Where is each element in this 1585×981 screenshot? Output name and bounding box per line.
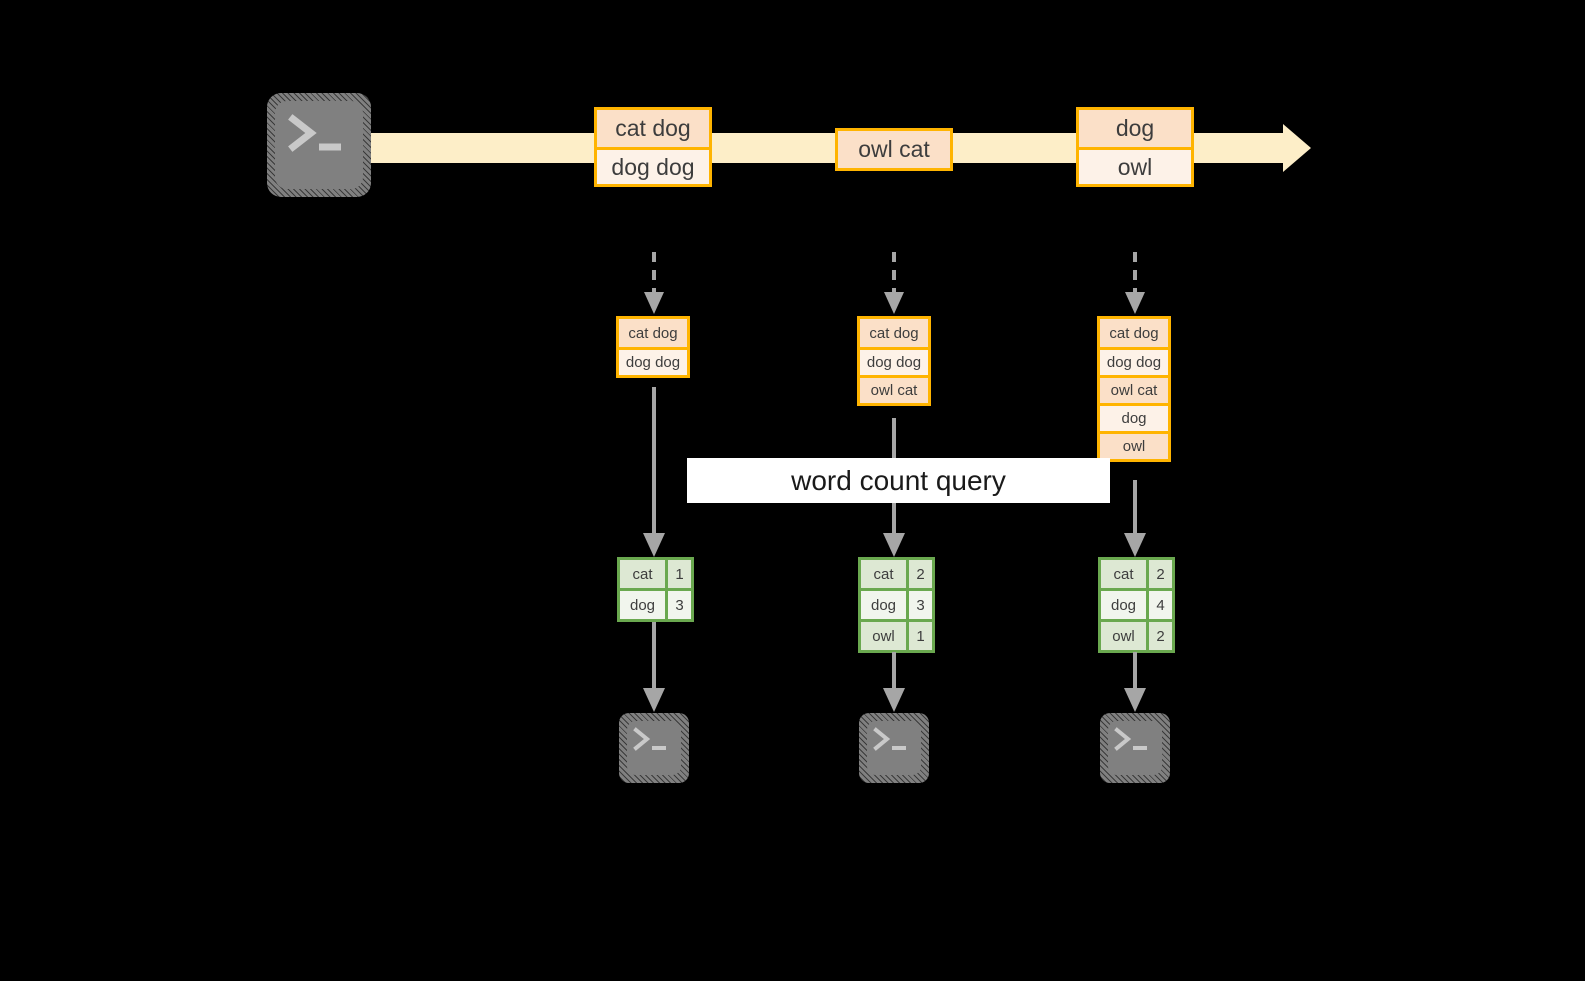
stream-record-line: cat dog xyxy=(597,110,709,147)
query-connector xyxy=(643,387,665,559)
stream-record-line: dog xyxy=(1079,110,1191,147)
snapshot-input-box: cat dog dog dog xyxy=(616,316,690,378)
result-word: dog xyxy=(861,591,906,619)
result-count: 1 xyxy=(906,622,932,650)
result-word: dog xyxy=(1101,591,1146,619)
snapshot-input-row: cat dog xyxy=(1100,319,1168,347)
result-word: owl xyxy=(861,622,906,650)
snapshot-input-box: cat dog dog dog owl cat xyxy=(857,316,931,406)
snapshot-input-row: owl xyxy=(1100,431,1168,459)
snapshot-input-row: cat dog xyxy=(860,319,928,347)
result-to-sink-connector xyxy=(643,622,665,714)
result-count: 4 xyxy=(1146,591,1172,619)
snapshot-input-row: dog dog xyxy=(860,347,928,375)
query-label: word count query xyxy=(687,458,1110,503)
result-word: owl xyxy=(1101,622,1146,650)
sink-terminal-icon xyxy=(859,713,929,783)
stream-record: owl cat xyxy=(835,128,953,171)
stream-to-snapshot-connector xyxy=(1124,252,1146,316)
result-row: cat 2 xyxy=(1101,560,1172,588)
result-word: cat xyxy=(620,560,665,588)
result-row: dog 4 xyxy=(1101,588,1172,619)
result-table: cat 2 dog 4 owl 2 xyxy=(1098,557,1175,653)
snapshot-input-box: cat dog dog dog owl cat dog owl xyxy=(1097,316,1171,462)
result-row: owl 1 xyxy=(861,619,932,650)
query-connector xyxy=(1124,480,1146,559)
sink-terminal-icon xyxy=(1100,713,1170,783)
source-terminal-icon xyxy=(267,93,371,197)
snapshot-input-row: owl cat xyxy=(1100,375,1168,403)
result-row: dog 3 xyxy=(861,588,932,619)
result-table: cat 1 dog 3 xyxy=(617,557,694,622)
terminal-prompt-glyph xyxy=(1100,713,1170,783)
result-count: 1 xyxy=(665,560,691,588)
result-row: owl 2 xyxy=(1101,619,1172,650)
result-count: 2 xyxy=(1146,622,1172,650)
stream-record-line: owl cat xyxy=(838,131,950,168)
stream-to-snapshot-connector xyxy=(643,252,665,316)
stream-record: cat dog dog dog xyxy=(594,107,712,187)
result-word: cat xyxy=(861,560,906,588)
snapshot-input-row: owl cat xyxy=(860,375,928,403)
result-count: 3 xyxy=(906,591,932,619)
result-count: 2 xyxy=(906,560,932,588)
result-to-sink-connector xyxy=(1124,652,1146,714)
snapshot-input-row: cat dog xyxy=(619,319,687,347)
stream-arrow-head xyxy=(1283,124,1311,172)
stream-record-line: owl xyxy=(1079,147,1191,184)
result-table: cat 2 dog 3 owl 1 xyxy=(858,557,935,653)
result-word: dog xyxy=(620,591,665,619)
terminal-prompt-glyph xyxy=(267,93,371,197)
snapshot-input-row: dog dog xyxy=(1100,347,1168,375)
terminal-prompt-glyph xyxy=(619,713,689,783)
snapshot-input-row: dog xyxy=(1100,403,1168,431)
sink-terminal-icon xyxy=(619,713,689,783)
result-to-sink-connector xyxy=(883,652,905,714)
result-row: cat 2 xyxy=(861,560,932,588)
result-row: cat 1 xyxy=(620,560,691,588)
result-row: dog 3 xyxy=(620,588,691,619)
stream-to-snapshot-connector xyxy=(883,252,905,316)
result-count: 3 xyxy=(665,591,691,619)
stream-record: dog owl xyxy=(1076,107,1194,187)
snapshot-input-row: dog dog xyxy=(619,347,687,375)
terminal-prompt-glyph xyxy=(859,713,929,783)
result-count: 2 xyxy=(1146,560,1172,588)
result-word: cat xyxy=(1101,560,1146,588)
stream-record-line: dog dog xyxy=(597,147,709,184)
